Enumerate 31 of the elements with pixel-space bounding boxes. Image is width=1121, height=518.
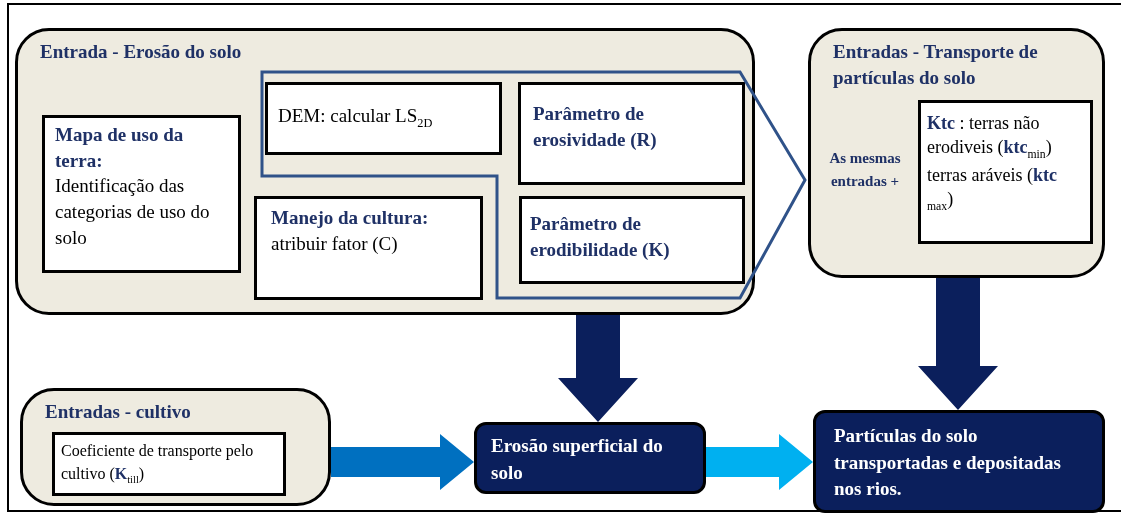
input-box xyxy=(52,432,286,496)
output-box xyxy=(813,410,1105,513)
panel-heading: Entrada - Erosão do solo xyxy=(40,40,243,64)
input-box xyxy=(254,196,483,300)
input-box xyxy=(42,115,241,273)
group-panel xyxy=(20,388,331,506)
box-text: Ktc : terras não erodiveis (ktc$_{min}$) terras aráveis (ktc $_{max}$) xyxy=(927,112,1058,215)
box-text: Parâmetro de erosividade (R) xyxy=(533,102,658,152)
box-text: atribuir fator (C) xyxy=(271,231,399,256)
input-box xyxy=(519,196,745,284)
block-arrow xyxy=(558,315,638,422)
input-box xyxy=(918,100,1093,244)
box-text: Partículas do solo transportadas e depositadas nos rios. xyxy=(834,424,1062,502)
panel-heading: Entradas - cultivo xyxy=(45,400,192,424)
box-heading: Mapa de uso da terra: xyxy=(55,123,185,173)
box-heading: Manejo da cultura: xyxy=(271,206,430,230)
group-panel xyxy=(15,28,755,315)
box-text: Parâmetro de erodibilidade (K) xyxy=(530,212,671,262)
box-text: Identificação das categorias de uso do solo xyxy=(55,174,211,250)
side-note: As mesmas entradas + xyxy=(828,149,902,192)
panel-heading: Entradas - Transporte de partículas do solo xyxy=(833,40,1039,90)
box-text: DEM: calcular LS$_{2D}$ xyxy=(278,104,434,132)
block-arrow xyxy=(706,434,813,490)
input-box xyxy=(518,82,745,185)
input-box xyxy=(265,82,502,155)
box-text: Erosão superficial do solo xyxy=(491,434,664,485)
output-box xyxy=(474,422,706,494)
block-arrow xyxy=(918,278,998,410)
block-arrow xyxy=(331,434,474,490)
box-text: Coeficiente de transporte pelo cultivo (K$_{till}$) xyxy=(61,441,255,488)
group-panel xyxy=(808,28,1105,278)
